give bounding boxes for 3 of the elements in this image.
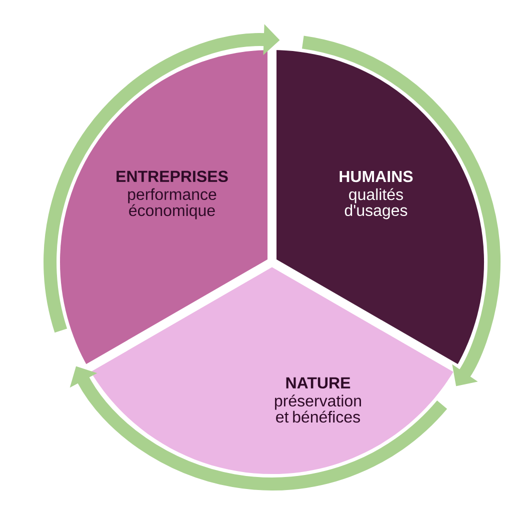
pie-sector: NATURE préservation et bénéfices [88,262,456,474]
pie-sector: HUMAINS qualités d'usages [272,50,484,368]
pie-sector: ENTREPRISES performance économique [60,50,272,368]
